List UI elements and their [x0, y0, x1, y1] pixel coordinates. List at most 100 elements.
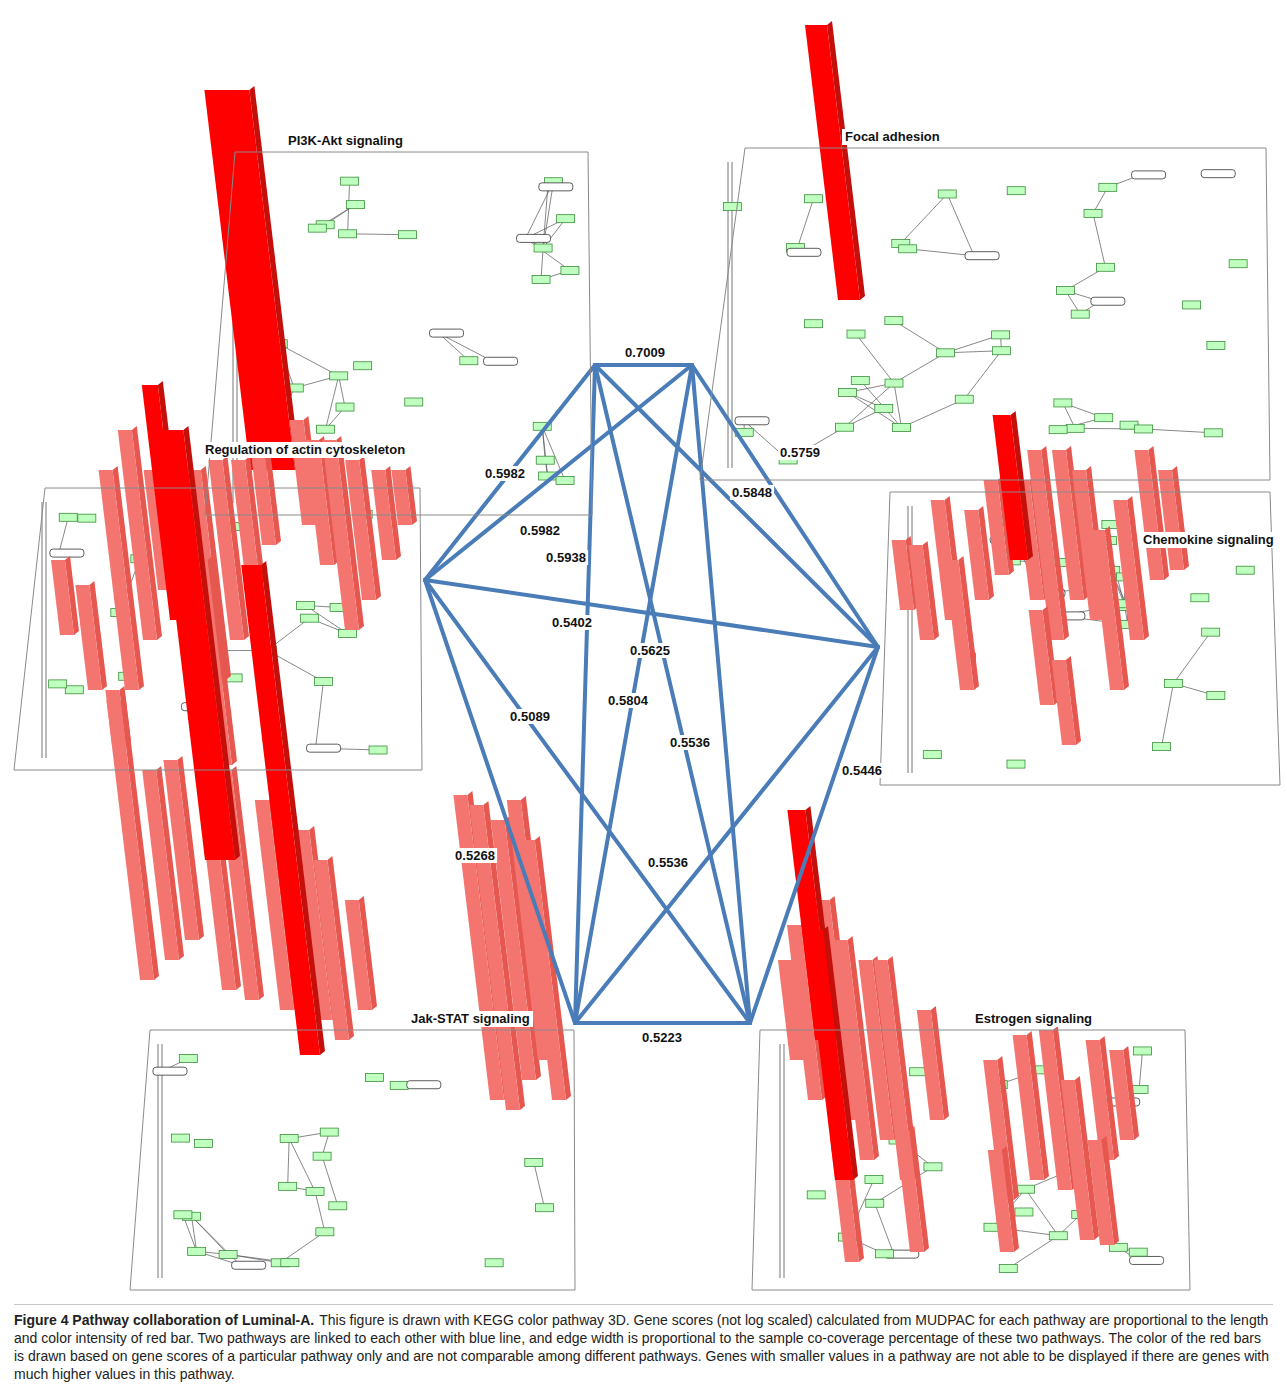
pathway-title: PI3K-Akt signaling	[285, 133, 406, 149]
gene-box	[536, 456, 554, 464]
bar-front	[895, 1130, 924, 1252]
bar-front	[1052, 660, 1076, 745]
edge-label-holder: 0.5536	[646, 853, 690, 871]
gene-box	[1049, 1232, 1067, 1240]
gene-box	[1153, 743, 1171, 751]
gene-box	[1229, 260, 1247, 268]
pathway-link	[192, 1216, 197, 1251]
gene-box	[875, 404, 893, 412]
gene-box	[807, 1191, 825, 1199]
edge-label-holder: 0.5089	[508, 707, 552, 725]
co-coverage-value: 0.5982	[518, 523, 562, 538]
pathway-link	[964, 351, 1001, 399]
gene-box	[405, 398, 423, 406]
pathway-link	[1162, 683, 1174, 746]
bar-front	[345, 460, 376, 600]
gene-score-bar	[895, 1126, 929, 1252]
gene-score-bar	[345, 896, 377, 1010]
gene-box	[346, 201, 364, 209]
co-coverage-value: 0.5848	[730, 485, 774, 500]
pathway-title: Jak-STAT signaling	[408, 1011, 533, 1027]
gene-box	[320, 1128, 338, 1136]
co-coverage-link	[575, 647, 878, 1023]
bar-front	[917, 1010, 944, 1120]
pathway-title: Regulation of actin cytoskeleton	[202, 442, 408, 458]
figure-title: Figure 4 Pathway collaboration of Lumina…	[14, 1312, 314, 1328]
gene-box	[280, 1135, 298, 1143]
gene-box	[232, 1261, 266, 1269]
edge-label-holder: 0.7009	[623, 343, 667, 361]
co-coverage-value: 0.5536	[668, 735, 712, 750]
edge-label-holder: 0.5446	[840, 761, 884, 779]
pathway-link	[1144, 429, 1214, 433]
gene-box	[407, 1081, 441, 1089]
gene-score-bar	[251, 451, 281, 545]
gene-box	[485, 1259, 503, 1267]
gene-box	[804, 320, 822, 328]
pathway-panel: Chemokine signaling	[878, 430, 1282, 790]
panel-outline	[692, 122, 1272, 487]
pathway-panel: Estrogen signaling	[750, 1003, 1192, 1295]
edge-label-holder: 0.5536	[668, 733, 712, 751]
bar-front	[1013, 1035, 1044, 1180]
co-coverage-value: 0.5938	[544, 550, 588, 565]
bar-front	[944, 560, 974, 690]
pathway-link	[894, 383, 901, 427]
gene-box	[735, 417, 769, 425]
gene-box	[1135, 425, 1153, 433]
edge-label-holder: 0.5982	[518, 521, 562, 539]
gene-box	[317, 425, 335, 433]
pathway-link	[526, 238, 570, 270]
gene-box	[300, 614, 318, 622]
gene-box	[195, 1140, 213, 1148]
pathway-panel: PI3K-Akt signaling	[200, 125, 595, 520]
gene-box	[1183, 301, 1201, 309]
co-coverage-value: 0.5804	[606, 693, 650, 708]
gene-box	[329, 1202, 347, 1210]
gene-box	[937, 349, 955, 357]
gene-box	[999, 1264, 1017, 1272]
gene-box	[308, 224, 326, 232]
gene-box	[532, 275, 550, 283]
gene-box	[65, 686, 83, 694]
pathway-link	[1173, 632, 1210, 683]
gene-score-bar	[521, 836, 571, 1100]
gene-box	[1007, 187, 1025, 195]
gene-box	[899, 245, 917, 253]
gene-score-bar	[917, 1006, 949, 1120]
gene-box	[219, 1250, 237, 1258]
gene-box	[1129, 1248, 1147, 1256]
edge-label-holder: 0.5268	[453, 846, 497, 864]
gene-box	[188, 1247, 206, 1255]
co-coverage-link	[425, 580, 750, 1023]
co-coverage-link	[750, 647, 878, 1023]
bar-front	[51, 560, 74, 635]
panel-border	[700, 148, 1270, 480]
bar-front	[204, 90, 295, 470]
bar-front	[1029, 610, 1054, 705]
gene-box	[787, 248, 821, 256]
gene-box	[279, 1182, 297, 1190]
gene-box	[484, 357, 518, 365]
co-coverage-value: 0.5223	[640, 1030, 684, 1045]
pathway-link	[322, 1156, 338, 1206]
co-coverage-link	[692, 365, 878, 647]
co-coverage-value: 0.7009	[623, 345, 667, 360]
bar-front	[345, 900, 372, 1010]
gene-box	[1202, 628, 1220, 636]
bar-front	[1158, 470, 1184, 570]
gene-box	[805, 195, 823, 203]
panel-outline	[200, 125, 595, 520]
pathway-panel: Jak-STAT signaling	[128, 1003, 575, 1295]
panel-border	[752, 1030, 1190, 1290]
gene-score-bar	[805, 926, 858, 1180]
membrane-line	[42, 502, 43, 758]
gene-box	[365, 1074, 383, 1082]
bar-front	[988, 1150, 1014, 1252]
bar-front	[241, 565, 320, 1055]
co-coverage-value: 0.5625	[628, 643, 672, 658]
gene-box	[556, 476, 574, 484]
pathway-link	[59, 517, 68, 553]
bar-front	[805, 25, 860, 300]
gene-box	[557, 215, 575, 223]
